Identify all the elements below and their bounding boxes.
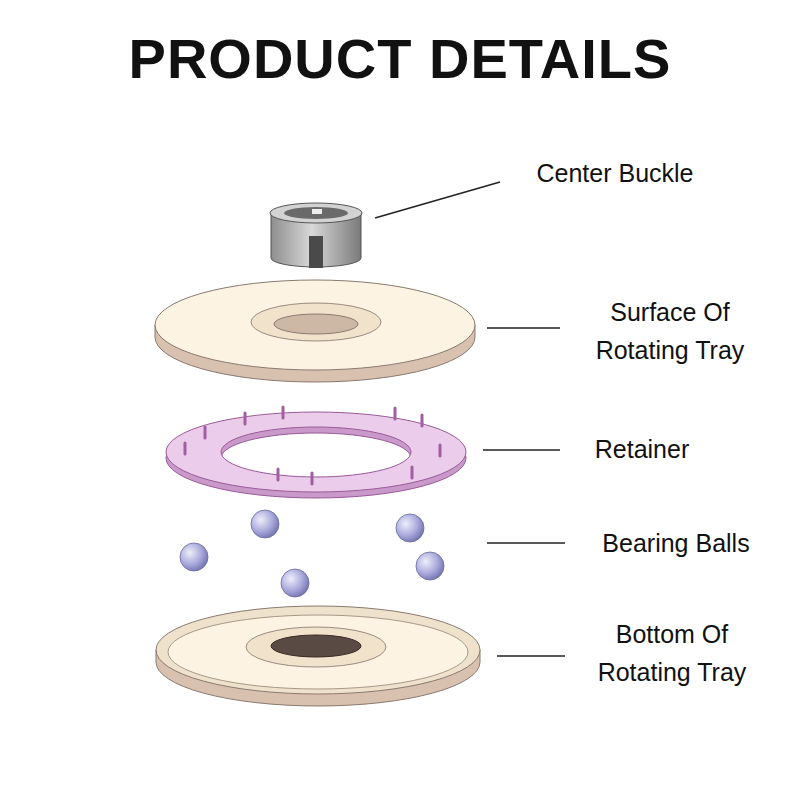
part-label: Surface Of Rotating Tray bbox=[575, 293, 765, 369]
leader-line bbox=[483, 449, 560, 451]
part-label: Center Buckle bbox=[520, 154, 710, 192]
bearing-balls bbox=[180, 510, 444, 597]
leader-line bbox=[487, 327, 560, 329]
retainer bbox=[166, 407, 466, 498]
page-title: PRODUCT DETAILS bbox=[0, 28, 800, 90]
surface-tray bbox=[155, 280, 475, 382]
leader-line bbox=[375, 182, 500, 218]
part-label: Bearing Balls bbox=[581, 524, 771, 562]
part-label: Retainer bbox=[547, 430, 737, 468]
center-buckle bbox=[270, 203, 362, 268]
leader-line bbox=[487, 542, 565, 544]
leader-line bbox=[497, 655, 565, 657]
bottom-tray bbox=[156, 606, 480, 706]
part-label: Bottom Of Rotating Tray bbox=[577, 615, 767, 691]
